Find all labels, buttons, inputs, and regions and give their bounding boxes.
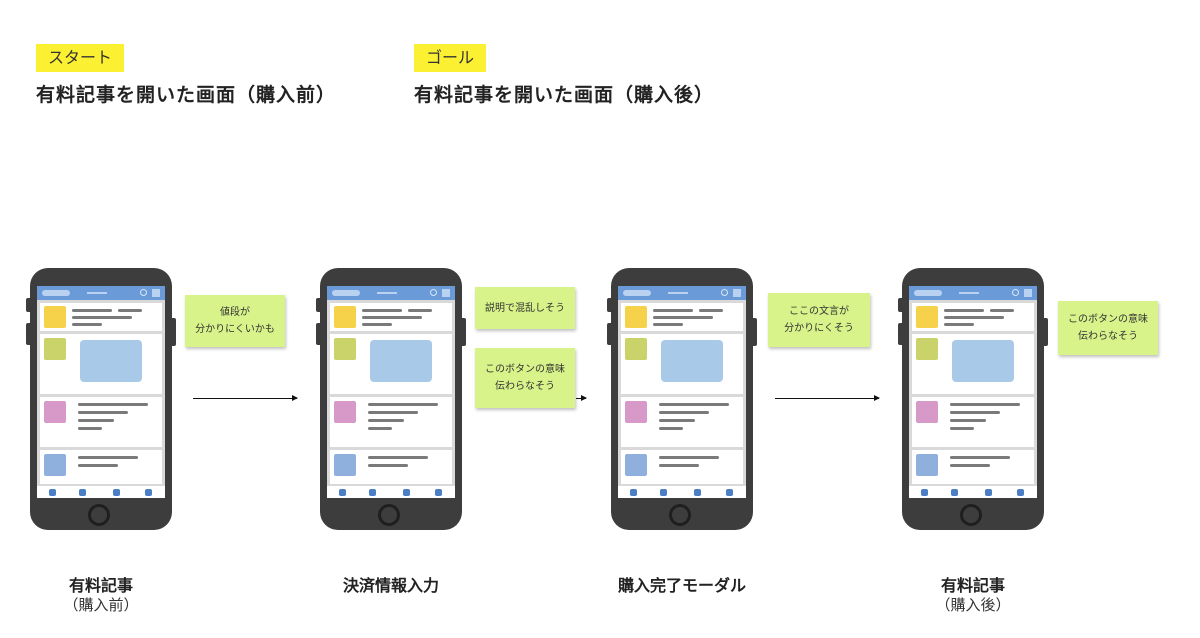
avatar	[44, 454, 66, 476]
phone-screen	[618, 286, 746, 498]
phone-article-before	[26, 268, 176, 530]
goal-heading: 有料記事を開いた画面（購入後）	[414, 84, 715, 106]
avatar	[916, 338, 938, 360]
tab-bar	[327, 486, 455, 498]
post-image	[952, 340, 1014, 382]
screen-label-complete-modal: 購入完了モーダル	[617, 576, 746, 595]
avatar	[334, 338, 356, 360]
post-image	[80, 340, 142, 382]
screen-sublabel-article-after: （購入後）	[935, 596, 1011, 614]
avatar	[44, 401, 66, 423]
app-header	[327, 286, 455, 300]
screen-label-article-before: 有料記事	[68, 576, 133, 595]
app-header	[37, 286, 165, 300]
avatar	[916, 401, 938, 423]
star-icon	[44, 306, 66, 328]
avatar	[334, 454, 356, 476]
avatar	[44, 338, 66, 360]
sticky-note-price: 値段が 分かりにくいかも	[185, 295, 285, 347]
post-image	[370, 340, 432, 382]
menu-icon	[1024, 289, 1032, 297]
phone-complete-modal	[607, 268, 757, 530]
phone-screen	[327, 286, 455, 498]
home-button	[88, 504, 110, 526]
home-button	[378, 504, 400, 526]
app-header	[618, 286, 746, 300]
search-icon	[1012, 289, 1019, 296]
screen-sublabel-article-before: （購入前）	[63, 596, 139, 614]
star-icon	[916, 306, 938, 328]
phone-article-after	[898, 268, 1048, 530]
goal-tag: ゴール	[414, 44, 487, 72]
search-icon	[721, 289, 728, 296]
flow-arrow	[775, 395, 880, 401]
sticky-note-wording: ここの文言が 分かりにくそう	[768, 293, 870, 347]
screen-label-article-after: 有料記事	[940, 576, 1005, 595]
tab-bar	[618, 486, 746, 498]
sticky-note-button-meaning: このボタンの意味 伝わらなそう	[475, 348, 575, 408]
phone-screen	[37, 286, 165, 498]
tab-bar	[909, 486, 1037, 498]
post-image	[661, 340, 723, 382]
start-tag: スタート	[36, 44, 125, 72]
sticky-note-button-meaning-after: このボタンの意味 伝わらなそう	[1058, 301, 1158, 355]
phone-screen	[909, 286, 1037, 498]
screen-label-payment: 決済情報入力	[342, 576, 439, 595]
avatar	[625, 338, 647, 360]
start-heading: 有料記事を開いた画面（購入前）	[36, 84, 337, 106]
sticky-note-explanation: 説明で混乱しそう	[475, 287, 575, 329]
avatar	[625, 454, 647, 476]
app-header	[909, 286, 1037, 300]
home-button	[960, 504, 982, 526]
avatar	[625, 401, 647, 423]
star-icon	[334, 306, 356, 328]
star-icon	[625, 306, 647, 328]
phone-payment	[316, 268, 466, 530]
flow-arrow	[576, 395, 587, 401]
tab-bar	[37, 486, 165, 498]
menu-icon	[442, 289, 450, 297]
menu-icon	[733, 289, 741, 297]
avatar	[916, 454, 938, 476]
avatar	[334, 401, 356, 423]
home-button	[669, 504, 691, 526]
menu-icon	[152, 289, 160, 297]
flow-arrow	[193, 395, 298, 401]
search-icon	[430, 289, 437, 296]
search-icon	[140, 289, 147, 296]
